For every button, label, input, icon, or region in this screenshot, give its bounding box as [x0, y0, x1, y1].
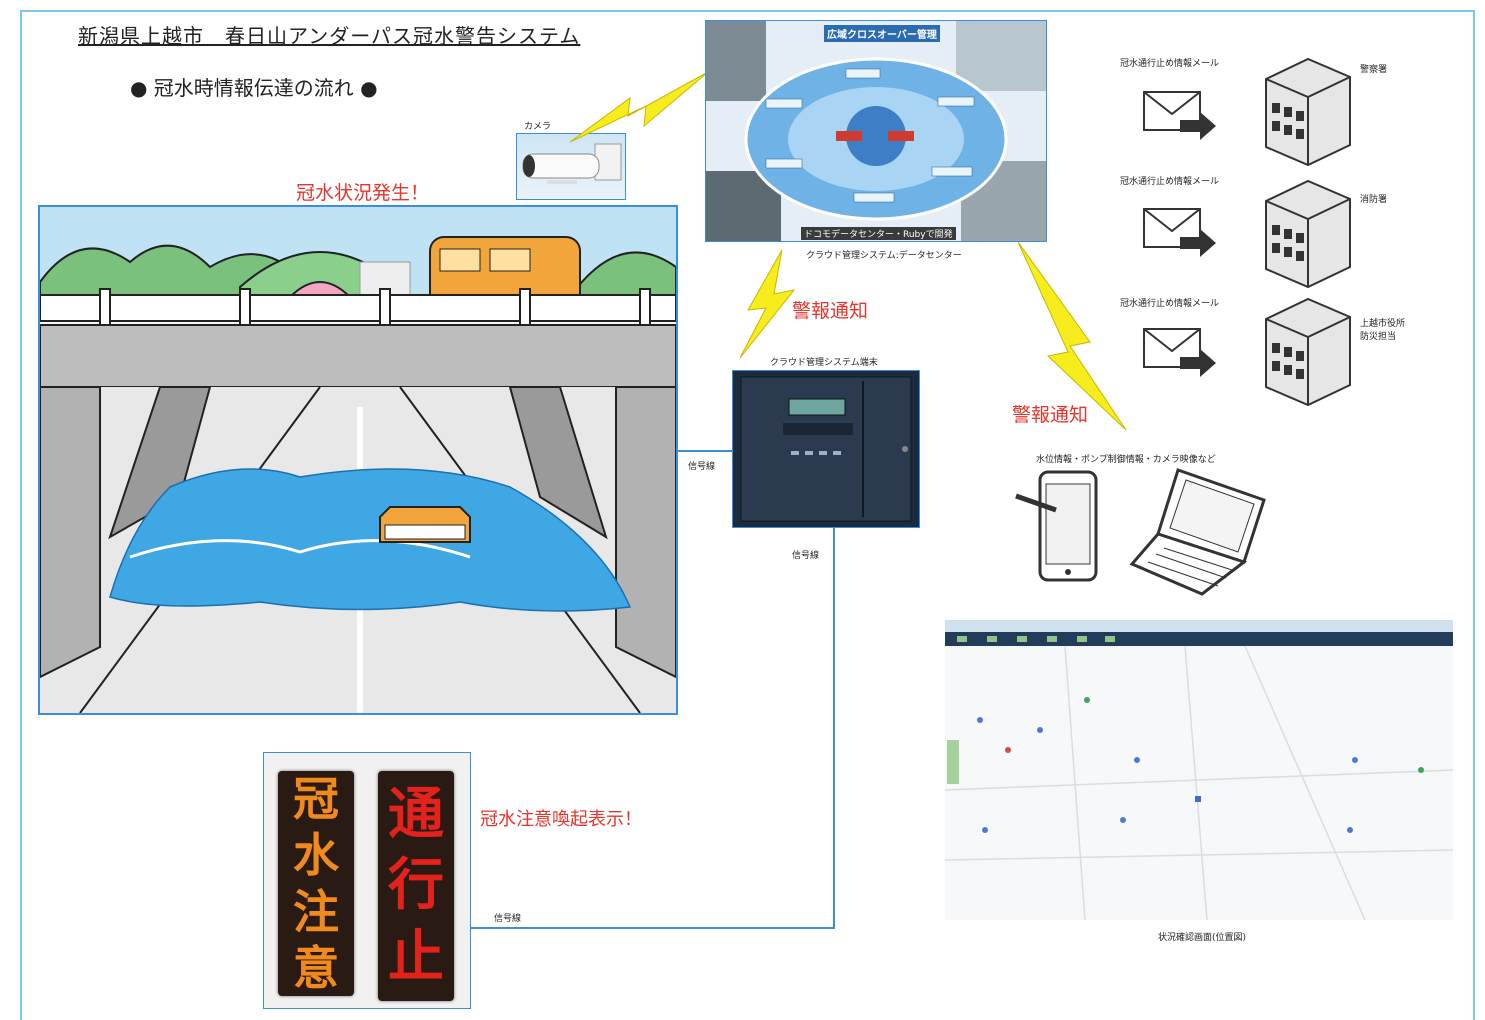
building-icon [1265, 297, 1351, 407]
cloud-datacenter-image: 広域クロスオーバー管理 ドコモデータセンター・Rubyで開発 [705, 20, 1047, 242]
led-char: 通 [388, 781, 444, 847]
underpass-flood-illustration [38, 205, 678, 715]
org-label-city: 上越市役所 防災担当 [1360, 319, 1406, 342]
camera-icon [522, 143, 622, 184]
mail-label-city: 冠水通行止め情報メール [1120, 299, 1220, 309]
lightning-bolt-icon [739, 250, 796, 359]
signal-line [471, 927, 835, 929]
camera-image [516, 133, 626, 200]
mail-send-icon [1143, 208, 1216, 257]
org-label-police: 警察署 [1360, 65, 1388, 75]
mail-send-icon [1143, 328, 1216, 377]
docomo-label: ドコモデータセンター・Rubyで開発 [801, 227, 956, 240]
page-frame [20, 10, 1475, 1020]
info-types-label: 水位情報・ポンプ制御情報・カメラ映像など [1036, 455, 1216, 465]
lightning-bolt-icon [570, 71, 709, 143]
signal-line-label-2: 信号線 [792, 551, 820, 561]
led-panel-caution: 冠 水 注 意 [278, 771, 354, 996]
led-char: 冠 [293, 772, 339, 827]
mail-send-icon [1143, 91, 1216, 140]
building-icon [1265, 179, 1351, 289]
signal-line-label-3: 信号線 [494, 914, 522, 924]
led-panel-closed: 通 行 止 [378, 771, 454, 1001]
warning-display-label: 冠水注意喚起表示！ [480, 809, 642, 830]
alert-label-1: 警報通知 [792, 300, 869, 322]
laptop-icon [1129, 468, 1266, 596]
led-warning-sign-image: 冠 水 注 意 通 行 止 [263, 752, 471, 1009]
led-char: 注 [293, 884, 339, 939]
cloud-caption: クラウド管理システム:データセンター [806, 251, 962, 261]
building-icon [1265, 57, 1351, 167]
page-title: 新潟県上越市 春日山アンダーパス冠水警告システム [78, 24, 581, 48]
signal-line [678, 450, 733, 452]
org-label-fire: 消防署 [1360, 195, 1388, 205]
led-char: 水 [293, 828, 339, 883]
alert-label-2: 警報通知 [1012, 404, 1089, 426]
mail-label-fire: 冠水通行止め情報メール [1120, 177, 1220, 187]
tablet-icon [1015, 470, 1098, 582]
led-char: 止 [388, 924, 444, 990]
camera-label: カメラ [524, 122, 552, 132]
status-map-screen [945, 620, 1453, 920]
signal-line [833, 528, 835, 928]
controller-label: クラウド管理システム端末 [770, 358, 878, 368]
flood-occur-label: 冠水状況発生！ [296, 182, 430, 204]
map-caption: 状況確認画面(位置図) [1158, 933, 1247, 943]
lightning-bolt-icon [1018, 242, 1127, 431]
mail-label-police: 冠水通行止め情報メール [1120, 59, 1220, 69]
signal-line-label-1: 信号線 [688, 462, 716, 472]
controller-terminal-image [732, 370, 920, 528]
flow-subtitle: ● 冠水時情報伝達の流れ ● [130, 76, 378, 100]
cloud-header-label: 広域クロスオーバー管理 [824, 25, 940, 42]
led-char: 行 [388, 853, 444, 918]
led-char: 意 [293, 940, 339, 995]
